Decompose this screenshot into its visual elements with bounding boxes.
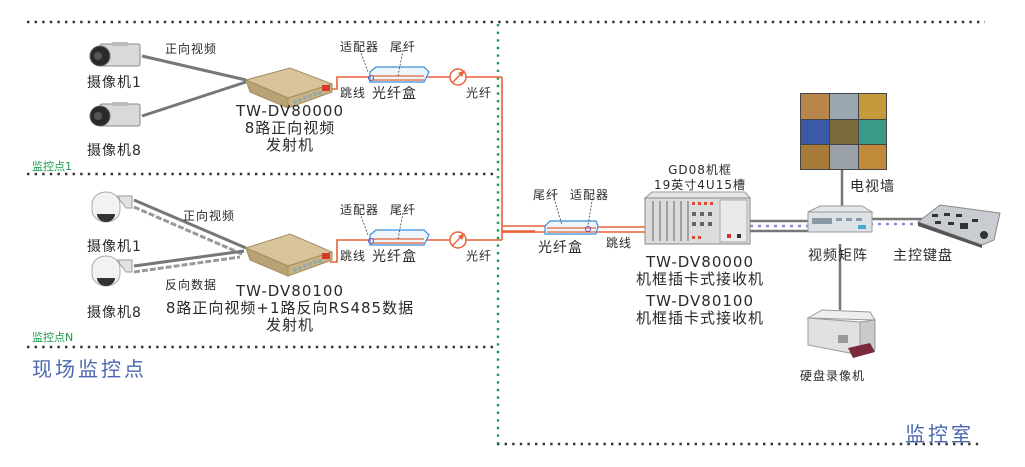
label-fiber-box-siteN: 光纤盒 bbox=[372, 249, 417, 265]
receiver-desc-2: 机框插卡式接收机 bbox=[635, 309, 764, 327]
box-camera-icon bbox=[89, 102, 141, 127]
label-adapter-room: 适配器 bbox=[570, 188, 610, 202]
video-matrix-icon bbox=[807, 205, 874, 233]
zone-label-control-room: 监控室 bbox=[905, 422, 974, 446]
label-pigtail-siteN: 尾纤 bbox=[390, 203, 417, 217]
label-tv-wall: 电视墙 bbox=[850, 179, 895, 195]
label-dvr: 硬盘录像机 bbox=[800, 369, 866, 383]
label-fiber-site1: 光纤 bbox=[466, 86, 493, 100]
fiber-connector-icon-site1 bbox=[449, 68, 467, 86]
transmitter-desc-site1: 8路正向视频 bbox=[244, 119, 336, 137]
receiver-model-1: TW-DV80000 bbox=[645, 253, 755, 271]
label-fiber-box-site1: 光纤盒 bbox=[372, 86, 417, 102]
label-main-keyboard: 主控键盘 bbox=[893, 248, 953, 264]
chassis-icon bbox=[643, 191, 752, 245]
label-camera1-site1: 摄像机1 bbox=[87, 75, 142, 91]
transmitter-type-site1: 发射机 bbox=[265, 136, 314, 154]
fiber-box-room bbox=[544, 220, 599, 235]
label-adapter-site1: 适配器 bbox=[340, 40, 380, 54]
box-camera-icon bbox=[89, 42, 141, 67]
label-fiber-siteN: 光纤 bbox=[466, 249, 493, 263]
fiber-site1-to-room bbox=[501, 77, 535, 233]
transmitter-type-siteN: 发射机 bbox=[265, 316, 314, 334]
receiver-desc-1: 机框插卡式接收机 bbox=[635, 270, 764, 288]
label-adapter-siteN: 适配器 bbox=[340, 203, 380, 217]
transmitter-info-siteN: TW-DV80100 8路正向视频+1路反向RS485数据 发射机 bbox=[160, 283, 420, 334]
dome-camera-icon bbox=[91, 255, 133, 287]
label-pigtail-site1: 尾纤 bbox=[390, 40, 417, 54]
transmitter-model-siteN: TW-DV80100 bbox=[235, 282, 345, 300]
chassis-spec: 19英寸4U15槽 bbox=[654, 178, 746, 192]
fiber-box-site1 bbox=[368, 66, 430, 83]
transmitter-model-site1: TW-DV80000 bbox=[235, 102, 345, 120]
pointer-arrows bbox=[359, 49, 594, 240]
data-cam8-siteN bbox=[133, 255, 241, 274]
tv-wall-icon bbox=[800, 93, 887, 170]
cable-cam1-siteN bbox=[133, 198, 247, 250]
transmitter-icon-siteN bbox=[244, 233, 334, 277]
label-forward-video-siteN: 正向视频 bbox=[183, 209, 236, 223]
jumper-siteN bbox=[330, 239, 370, 263]
label-forward-video-site1: 正向视频 bbox=[165, 42, 218, 56]
label-camera8-site1: 摄像机8 bbox=[87, 143, 142, 159]
label-camera1-siteN: 摄像机1 bbox=[87, 239, 142, 255]
transmitter-icon-site1 bbox=[244, 67, 334, 109]
label-jumper-siteN: 跳线 bbox=[340, 249, 367, 263]
label-reverse-data-siteN: 反向数据 bbox=[165, 278, 218, 292]
receiver-info-1: TW-DV80000 机框插卡式接收机 bbox=[615, 254, 785, 288]
dvr-icon bbox=[806, 309, 876, 358]
fiber-siteN-to-room bbox=[501, 230, 535, 240]
transmitter-desc-siteN: 8路正向视频+1路反向RS485数据 bbox=[165, 299, 415, 317]
label-site1: 监控点1 bbox=[32, 160, 72, 173]
label-camera8-siteN: 摄像机8 bbox=[87, 305, 142, 321]
chassis-name: GD08机框 bbox=[668, 163, 732, 177]
label-pigtail-room: 尾纤 bbox=[533, 188, 560, 202]
chassis-info: GD08机框 19英寸4U15槽 bbox=[635, 163, 765, 193]
label-jumper-room: 跳线 bbox=[606, 236, 633, 250]
fiber-box-siteN bbox=[368, 229, 430, 246]
label-fiber-box-room: 光纤盒 bbox=[538, 240, 583, 256]
zone-label-site: 现场监控点 bbox=[32, 357, 147, 381]
fiber-connector-icon-siteN bbox=[449, 231, 467, 249]
label-jumper-site1: 跳线 bbox=[340, 86, 367, 100]
receiver-model-2: TW-DV80100 bbox=[645, 292, 755, 310]
dome-camera-icon bbox=[91, 191, 133, 223]
cable-cam8-site1 bbox=[141, 80, 247, 118]
data-cam1-siteN bbox=[133, 205, 243, 256]
label-video-matrix: 视频矩阵 bbox=[808, 248, 868, 264]
jumper-site1 bbox=[330, 76, 370, 90]
cable-cam1-site1 bbox=[141, 54, 247, 82]
label-siteN: 监控点N bbox=[32, 331, 74, 344]
cable-cam8-siteN bbox=[133, 249, 245, 268]
main-keyboard-icon bbox=[916, 204, 1001, 248]
receiver-info-2: TW-DV80100 机框插卡式接收机 bbox=[615, 293, 785, 327]
transmitter-info-site1: TW-DV80000 8路正向视频 发射机 bbox=[215, 103, 365, 154]
